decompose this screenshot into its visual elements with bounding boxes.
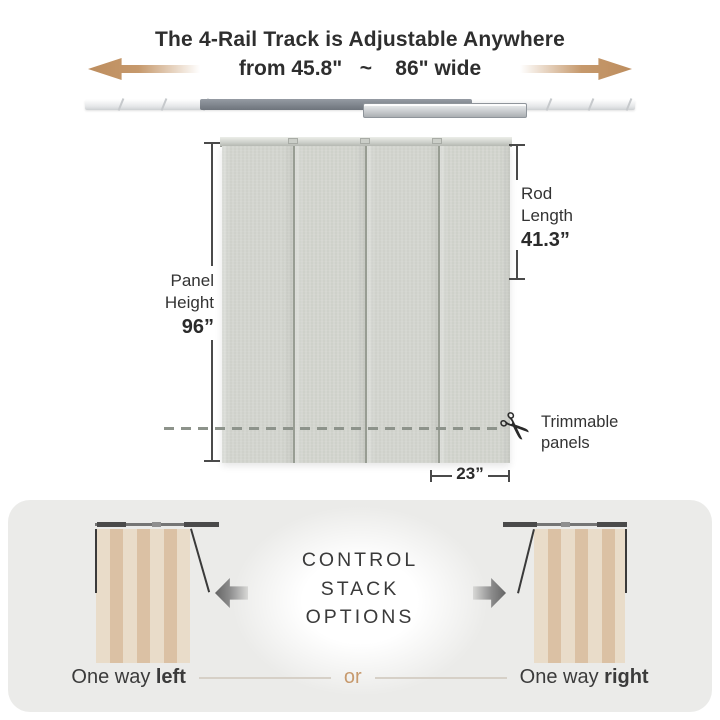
- rod-length-label: Rod Length 41.3”: [521, 183, 605, 253]
- stack-left-diagram: [95, 520, 250, 670]
- trimmable-word-1: Trimmable: [541, 413, 619, 431]
- diagram-track-segment: [97, 522, 126, 527]
- panel-height-bottom-tick: [204, 460, 220, 462]
- diagram-track-connector: [561, 522, 570, 527]
- panel-height-line-top: [211, 144, 213, 266]
- trimmable-panels-label: Trimmable panels: [541, 412, 618, 453]
- headrail-clip: [432, 138, 442, 144]
- one-way-right-caption: One way right: [520, 666, 649, 689]
- fabric-panel-4: [437, 146, 510, 463]
- curtain-pull-line: [517, 529, 535, 594]
- headrail-clip: [288, 138, 298, 144]
- heading-word-stack: STACK: [320, 577, 400, 600]
- center-glow: [232, 506, 488, 696]
- panel-height-line-bottom: [211, 340, 213, 460]
- diagram-track-connector: [152, 522, 161, 527]
- trimmable-word-2: panels: [541, 433, 590, 452]
- one-way-left-caption: One way left: [71, 666, 185, 689]
- or-label: or: [343, 666, 362, 688]
- stacked-curtain: [96, 529, 190, 663]
- telescoping-track-image: [85, 96, 635, 122]
- caption-divider-line: [198, 676, 331, 679]
- panel-height-word-1: Panel: [170, 271, 214, 290]
- headrail-clip: [360, 138, 370, 144]
- heading-word-options: OPTIONS: [305, 606, 415, 628]
- diagram-track-segment: [184, 522, 219, 527]
- curtain-edge-line: [95, 529, 97, 593]
- panel-height-value: 96”: [181, 316, 214, 339]
- stack-captions-row: One way left or One way right: [8, 666, 712, 689]
- control-stack-heading: CONTROL STACK OPTIONS: [235, 546, 485, 632]
- slide-right-arrow-icon: [473, 578, 506, 608]
- panel-height-top-tick: [204, 142, 220, 144]
- track-inner-rail-dark: [200, 99, 472, 110]
- panel-height-label: Panel Height 96”: [138, 270, 214, 340]
- rod-length-line-bottom: [516, 250, 518, 278]
- one-way-left-prefix: One way: [71, 666, 156, 688]
- panel-width-value: 23”: [456, 464, 484, 483]
- diagram-track-segment: [503, 522, 537, 527]
- rod-length-word-1: Rod: [521, 184, 553, 203]
- stacked-curtain: [534, 529, 625, 663]
- track-inner-rail-silver: [363, 103, 527, 118]
- curtain-pull-line: [190, 528, 211, 593]
- fabric-panel-3: [365, 146, 438, 463]
- one-way-right-prefix: One way: [519, 666, 605, 688]
- fabric-panel-1: [222, 146, 293, 463]
- rod-length-word-2: Length: [521, 206, 573, 226]
- panel-width-right-tick: [508, 470, 510, 482]
- curtain-edge-line: [625, 529, 627, 593]
- panel-width-line-right: [488, 475, 508, 477]
- caption-divider-line: [374, 676, 507, 679]
- panel-width-left-tick: [430, 470, 432, 482]
- rod-length-line-top: [516, 146, 518, 180]
- trim-dashed-line: [164, 427, 498, 430]
- one-way-right-bold: right: [604, 666, 649, 688]
- panel-blind-image: [222, 146, 510, 463]
- heading-word-control: CONTROL: [301, 549, 419, 571]
- rod-length-value: 41.3”: [521, 229, 570, 252]
- rod-length-bottom-tick: [509, 278, 525, 280]
- page-title: The 4-Rail Track is Adjustable Anywhere: [154, 28, 566, 51]
- width-range-subtitle: from 45.8" ~ 86" wide: [238, 57, 482, 80]
- diagram-track-segment: [597, 522, 627, 527]
- rod-length-top-tick: [509, 144, 525, 146]
- one-way-left-bold: left: [155, 666, 186, 688]
- panel-width-line-left: [432, 475, 452, 477]
- panel-height-word-2: Height: [164, 293, 214, 313]
- stack-right-diagram: [470, 520, 630, 670]
- fabric-panel-2: [292, 146, 365, 463]
